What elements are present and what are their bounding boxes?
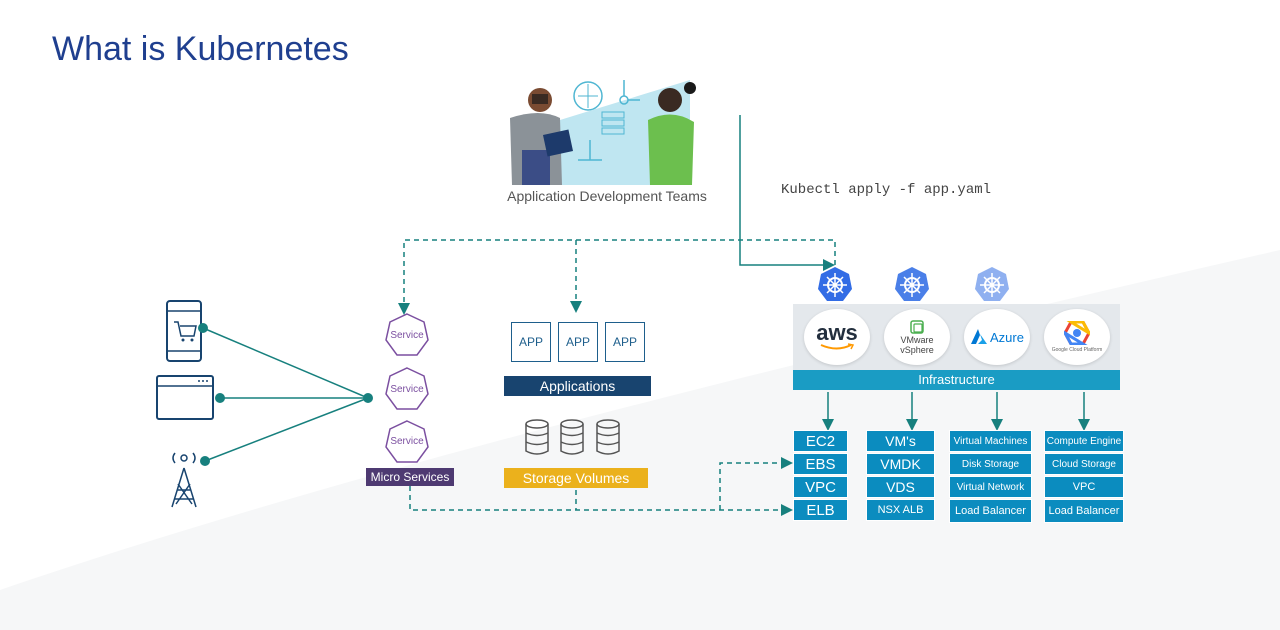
gcp-logo-text: Google Cloud Platform (1051, 347, 1103, 353)
service-label: Service (390, 384, 424, 395)
kubernetes-helm-icon (818, 267, 852, 301)
database-icon (560, 419, 584, 455)
azure-logo-text: Azure (990, 329, 1024, 345)
applications-label: Applications (504, 376, 651, 396)
micro-services-label: Micro Services (366, 468, 454, 486)
database-icon (596, 419, 620, 455)
service-label: Service (390, 436, 424, 447)
vmware-logo-line: VMware (900, 335, 934, 345)
kubernetes-helm-icon (895, 267, 929, 301)
service-label: Service (390, 330, 424, 341)
vmware-service-cell: NSX ALB (866, 499, 935, 521)
kubectl-command: Kubectl apply -f app.yaml (781, 182, 992, 198)
gcp-service-cell: Load Balancer (1044, 499, 1124, 523)
mobile-cart-icon (166, 300, 202, 362)
team-label: Application Development Teams (507, 188, 707, 204)
service-heptagon-icon (385, 420, 429, 463)
gcp-hexagon-icon (1064, 321, 1090, 345)
gcp-service-cell: Cloud Storage (1044, 453, 1124, 475)
aws-service-cell: VPC (793, 476, 848, 498)
app-box: APP (605, 322, 645, 362)
vmware-service-cell: VMDK (866, 453, 935, 475)
app-box: APP (558, 322, 598, 362)
aws-service-cell: EBS (793, 453, 848, 475)
aws-logo-text: aws (816, 320, 858, 345)
vmware-logo-line: vSphere (900, 345, 934, 355)
gcp-service-cell: VPC (1044, 476, 1124, 498)
gcp-service-cell: Compute Engine (1044, 430, 1124, 452)
azure-service-cell: Virtual Machines (949, 430, 1032, 452)
storage-volumes-label: Storage Volumes (504, 468, 648, 488)
aws-smile-icon (820, 343, 855, 350)
infrastructure-label: Infrastructure (793, 370, 1120, 390)
aws-logo: aws (804, 309, 870, 365)
aws-service-cell: ELB (793, 499, 848, 521)
vmware-logo: VMware vSphere (884, 309, 950, 365)
database-icon (525, 419, 549, 455)
service-heptagon-icon (385, 313, 429, 356)
vsphere-icon (910, 320, 924, 334)
cell-tower-icon (171, 452, 197, 508)
kubernetes-helm-icon (975, 267, 1009, 301)
developers-illustration-icon (510, 80, 696, 185)
gcp-logo: Google Cloud Platform (1044, 309, 1110, 365)
azure-icon (971, 329, 988, 344)
azure-service-cell: Disk Storage (949, 453, 1032, 475)
browser-window-icon (156, 375, 214, 420)
app-box: APP (511, 322, 551, 362)
vmware-service-cell: VDS (866, 476, 935, 498)
aws-service-cell: EC2 (793, 430, 848, 452)
azure-service-cell: Virtual Network (949, 476, 1032, 498)
azure-service-cell: Load Balancer (949, 499, 1032, 523)
service-heptagon-icon (385, 367, 429, 410)
page-title: What is Kubernetes (52, 30, 349, 68)
vmware-service-cell: VM's (866, 430, 935, 452)
azure-logo: Azure (964, 309, 1030, 365)
